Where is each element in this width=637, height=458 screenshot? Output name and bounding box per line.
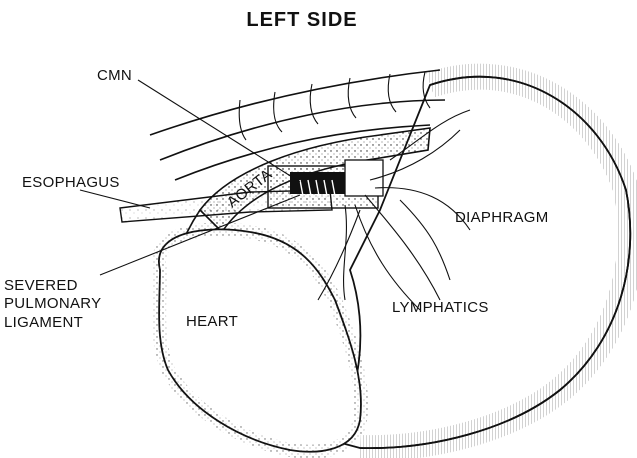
esophagus-leader-line — [80, 190, 150, 208]
label-cmn: CMN — [97, 67, 132, 84]
heart-shape — [159, 229, 361, 451]
label-diaphragm: DIAPHRAGM — [455, 209, 549, 226]
label-heart: HEART — [186, 313, 238, 330]
diagram-title: LEFT SIDE — [246, 9, 357, 31]
label-severed-line1: SEVERED — [4, 277, 78, 294]
label-severed-line2: PULMONARY — [4, 295, 101, 312]
label-severed-line3: LIGAMENT — [4, 314, 83, 331]
label-esophagus: ESOPHAGUS — [22, 174, 120, 191]
label-lymphatics: LYMPHATICS — [392, 299, 489, 316]
diaphragm-shape — [330, 77, 630, 448]
